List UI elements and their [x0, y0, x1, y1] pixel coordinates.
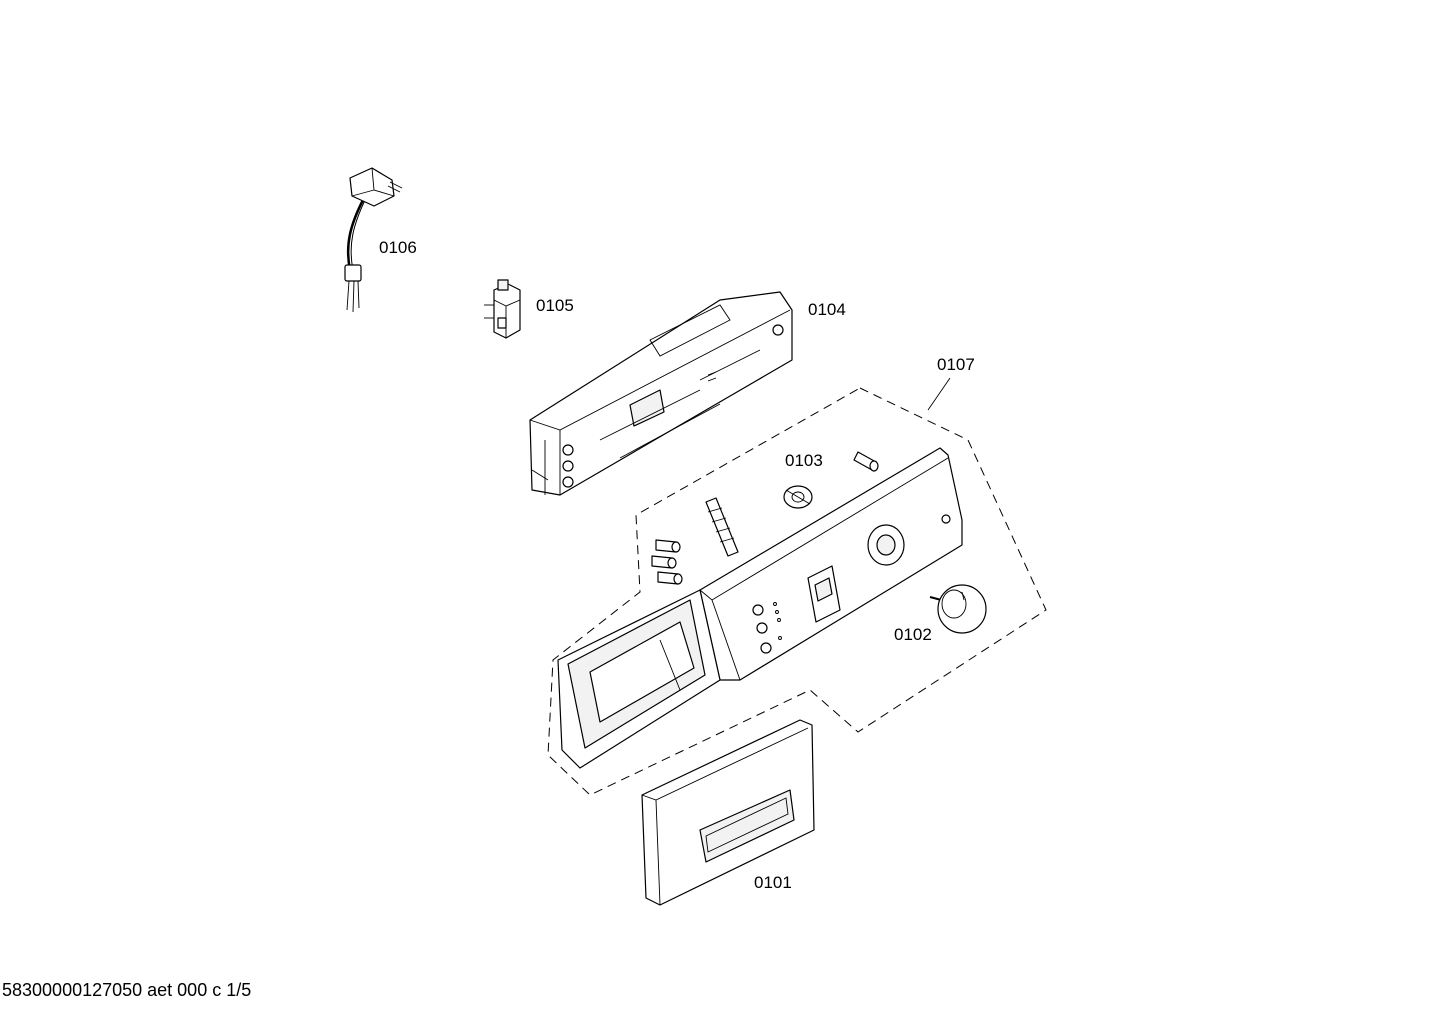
fascia-panel: [557, 447, 963, 769]
part-0105-connector: [484, 279, 521, 339]
part-0106-power-cable: [344, 167, 403, 313]
assembly-outline-0107: [547, 387, 1047, 796]
label-0104: 0104: [808, 300, 846, 319]
button-comb: [705, 497, 739, 557]
light-guide-pins: [651, 451, 879, 585]
label-0105: 0105: [536, 296, 574, 315]
label-0107: 0107: [937, 355, 975, 374]
leader-line-0107: [927, 377, 951, 411]
part-0101-drawer-front: [641, 719, 815, 906]
label-0102: 0102: [894, 625, 932, 644]
part-0103-rotary-insert: [783, 485, 813, 509]
label-0106: 0106: [379, 238, 417, 257]
label-0101: 0101: [754, 873, 792, 892]
drawing-reference-footer: 58300000127050 aet 000 c 1/5: [2, 980, 252, 1000]
part-0104-control-module: [529, 291, 793, 496]
part-0102-selector-knob: [929, 584, 987, 634]
label-0103: 0103: [785, 451, 823, 470]
